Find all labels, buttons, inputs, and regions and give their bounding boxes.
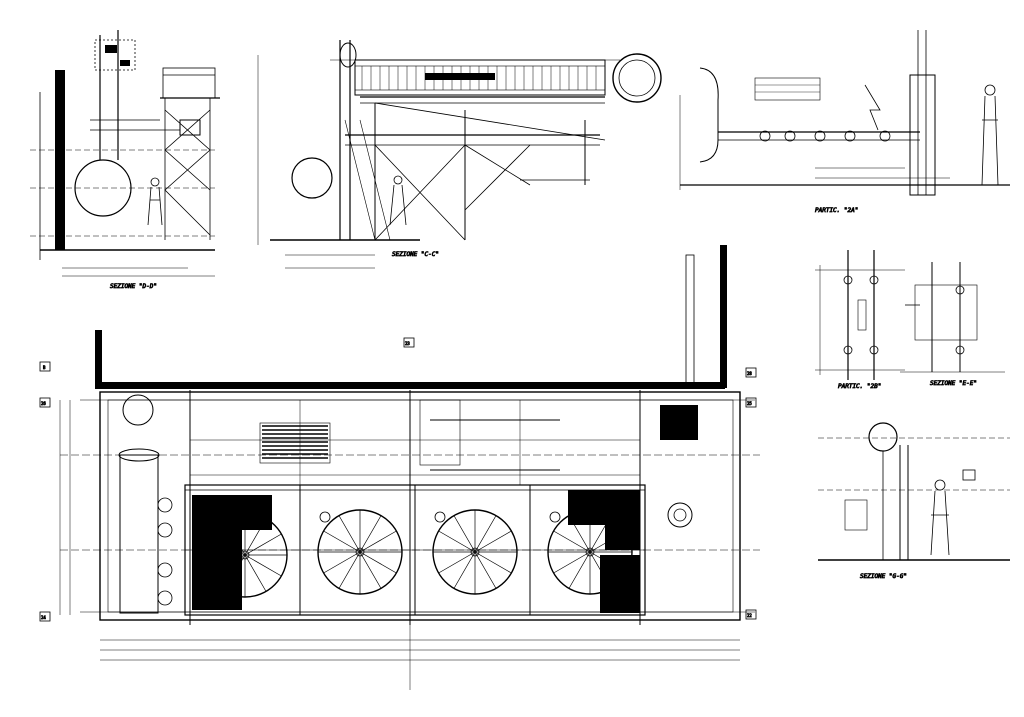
- header-pipe-end: [612, 53, 662, 103]
- detail-2b-view: PARTIC. "2B": [815, 250, 905, 390]
- section-e-e-caption: SEZIONE "E-E": [930, 380, 977, 387]
- grid-marker: 28: [747, 371, 752, 376]
- section-g-g-view: SEZIONE "G-G": [818, 422, 1010, 580]
- detail-2a-view: PARTIC. "2A": [679, 30, 1010, 214]
- section-c-c-view: SEZIONE "C-C": [257, 40, 662, 269]
- pipe-rack: [262, 425, 328, 459]
- section-e-e-view: SEZIONE "E-E": [900, 262, 1005, 387]
- drum-vessel: [74, 159, 132, 217]
- section-c-c-caption: SEZIONE "C-C": [392, 251, 439, 258]
- motor-block-left: [192, 495, 242, 610]
- section-d-d-caption: SEZIONE "D-D": [110, 283, 157, 290]
- grid-marker: B: [43, 365, 46, 370]
- main-plan-view: [59, 245, 760, 690]
- grid-marker: 23: [405, 341, 410, 346]
- cooling-fan: [317, 509, 403, 595]
- header-pipe-g: [868, 422, 898, 452]
- grid-marker: 26: [41, 401, 46, 406]
- section-g-g-caption: SEZIONE "G-G": [860, 573, 907, 580]
- grid-marker: 25: [747, 401, 752, 406]
- grid-markers: B 23 26 25 24 22 28: [39, 337, 757, 622]
- detail-2a-caption: PARTIC. "2A": [815, 207, 858, 214]
- wall-hatch: [55, 70, 65, 250]
- cooling-fan: [432, 509, 518, 595]
- section-d-d-view: SEZIONE "D-D": [30, 30, 220, 290]
- grid-marker: 24: [41, 615, 46, 620]
- grid-marker: 22: [747, 613, 752, 618]
- drum-vessel-c: [291, 157, 333, 199]
- detail-2b-caption: PARTIC. "2B": [838, 383, 881, 390]
